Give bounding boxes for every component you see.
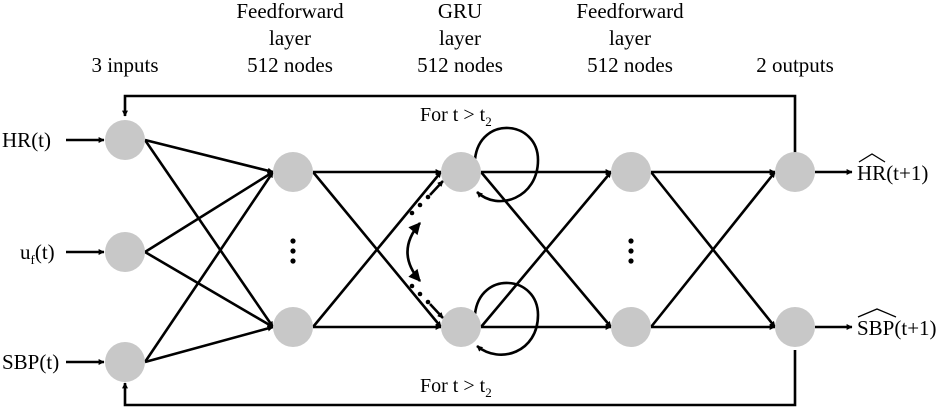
input-node-hr (105, 120, 145, 160)
edge-in2-ff1b (144, 250, 274, 329)
header-ff2-line-1: Feedforward (576, 0, 684, 23)
output-label-hr: HR(t+1) (857, 153, 928, 185)
input-node-uf (105, 232, 145, 272)
gru-recurrent-link-bottom (409, 283, 444, 319)
ff2-ellipsis (628, 238, 634, 264)
header-ff2-line-3: 512 nodes (587, 53, 673, 77)
header-gru-line-3: 512 nodes (417, 53, 503, 77)
header-outputs-label: 2 outputs (756, 53, 834, 77)
input-label-uf: uf(t) (20, 240, 55, 267)
output-node-sbp (775, 307, 815, 347)
header-ff2-line-2: layer (609, 26, 651, 50)
header-gru-line-1: GRU (438, 0, 482, 23)
svg-text:SBP(t+1): SBP(t+1) (857, 316, 937, 340)
feedback-loop-bottom (122, 350, 797, 407)
edge-grub-ff2a (480, 171, 612, 328)
hat-accent-icon (858, 153, 886, 163)
header-inputs-label: 3 inputs (91, 53, 158, 77)
ff1-ellipsis (290, 238, 296, 264)
header-feedforward-2: Feedforward layer 512 nodes (576, 0, 684, 77)
ff1-node-bottom (273, 307, 313, 347)
edge-in2-ff1a (144, 170, 274, 254)
header-outputs: 2 outputs (756, 53, 834, 77)
feedback-loop-top (122, 94, 797, 155)
header-ff1-line-2: layer (269, 26, 311, 50)
header-gru: GRU layer 512 nodes (417, 0, 503, 77)
edge-in1-ff1b (143, 139, 275, 328)
header-inputs: 3 inputs (91, 53, 158, 77)
input-label-hr: HR(t) (2, 128, 51, 152)
header-ff1-line-3: 512 nodes (247, 53, 333, 77)
header-gru-line-2: layer (439, 26, 481, 50)
input-node-sbp (105, 342, 145, 382)
ff1-node-top (273, 152, 313, 192)
condition-bottom: For t > t2 (420, 375, 492, 400)
gru-recurrent-link-top (409, 180, 444, 216)
edge-in3-ff1a (143, 171, 275, 363)
edge-ff2b-outa (649, 171, 777, 328)
gru-self-loop-top (473, 126, 540, 203)
gru-self-loop-bottom (473, 281, 540, 356)
svg-text:HR(t+1): HR(t+1) (857, 161, 928, 185)
ff2-node-top (611, 152, 651, 192)
output-node-hr (775, 152, 815, 192)
edge-in3-ff1b (144, 325, 274, 364)
input-label-sbp: SBP(t) (2, 350, 59, 374)
gru-bidirectional-arrow (406, 222, 421, 282)
hat-accent-icon (857, 308, 897, 318)
gru-node-top (441, 152, 481, 192)
output-label-sbp: SBP(t+1) (857, 308, 937, 340)
gru-node-bottom (441, 307, 481, 347)
condition-top: For t > t2 (420, 104, 492, 129)
ff2-node-bottom (611, 307, 651, 347)
header-ff1-line-1: Feedforward (236, 0, 344, 23)
edge-in1-ff1a (144, 138, 274, 174)
header-feedforward-1: Feedforward layer 512 nodes (236, 0, 344, 77)
edge-ff1b-grua (311, 171, 443, 328)
